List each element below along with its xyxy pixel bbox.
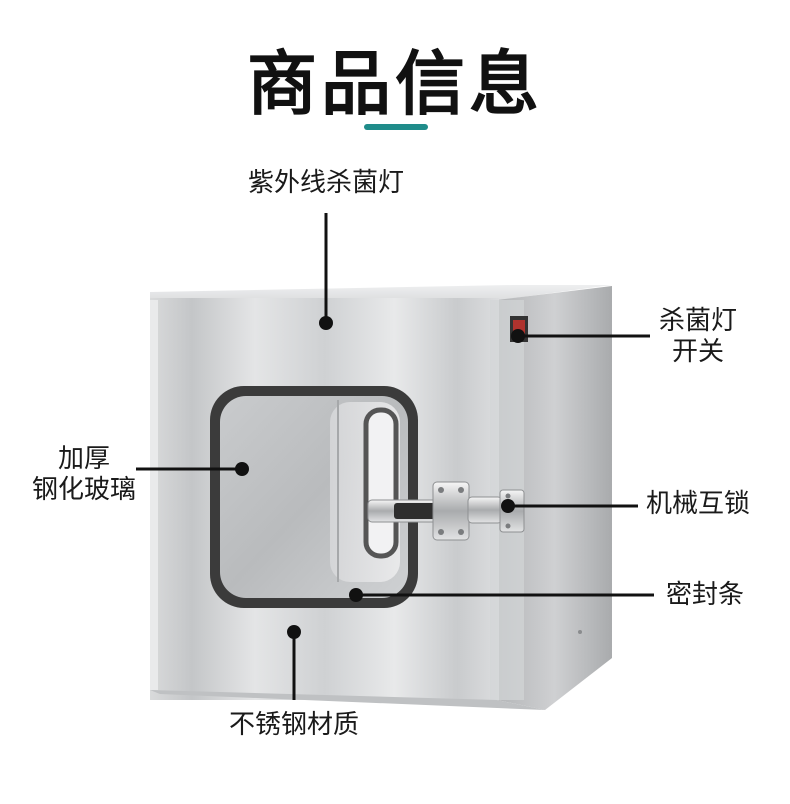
receiver-screw: [505, 523, 511, 529]
callout-glass: 加厚 钢化玻璃: [22, 444, 146, 506]
callout-glass-line2: 钢化玻璃: [31, 475, 136, 505]
callout-lamp-switch-line1: 杀菌灯: [658, 306, 737, 336]
callout-interlock: 机械互锁: [646, 489, 751, 519]
receiver-screw: [505, 493, 511, 499]
side-bolt: [578, 630, 582, 634]
page-title: 商品信息: [247, 43, 543, 125]
callout-uv-lamp: 紫外线杀菌灯: [247, 168, 404, 198]
latch-screw: [438, 529, 444, 535]
latch-screw: [458, 487, 464, 493]
callout-lamp-switch: 杀菌灯 开关: [650, 306, 746, 368]
door-left-edge: [150, 300, 158, 690]
inner-door-window: [363, 407, 399, 559]
title-accent-bar: [364, 124, 428, 130]
uv-lamp-marker: [319, 316, 333, 330]
latch-screw: [438, 487, 444, 493]
callout-material: 不锈钢材质: [228, 710, 359, 740]
cabinet-base: [150, 690, 545, 710]
callout-glass-line1: 加厚: [57, 444, 110, 474]
glass-marker: [235, 462, 249, 476]
interlock-lever[interactable]: [467, 496, 503, 524]
callout-lamp-switch-line2: 开关: [671, 337, 724, 367]
cabinet-side-face: [497, 286, 612, 710]
callout-seal: 密封条: [666, 580, 745, 610]
latch-screw: [458, 529, 464, 535]
handle-grip[interactable]: [394, 503, 440, 519]
